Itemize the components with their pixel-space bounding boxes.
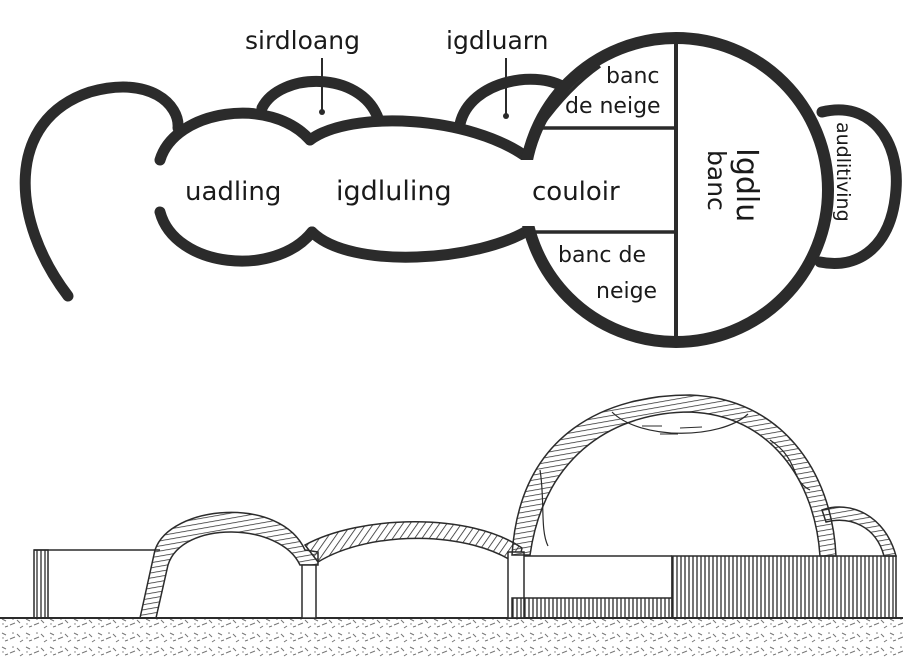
label-banc-bottom-2: neige [596, 279, 657, 304]
label-igdluarn: igdluarn [446, 26, 548, 55]
label-sirdloang: sirdloang [245, 26, 360, 55]
label-banc-bottom-1: banc de [558, 243, 646, 268]
label-audlitiving: audlitiving [832, 122, 854, 222]
uadling-wall-bottom [154, 206, 318, 267]
uadling-wall-top [154, 107, 316, 166]
ground [0, 618, 903, 657]
audlitiving-wall [814, 104, 902, 269]
label-igdluling: igdluling [336, 176, 452, 207]
plan-view: sirdloang igdluarn uadling igdluling cou… [19, 26, 902, 348]
label-banc-top-1: banc [606, 64, 660, 89]
sirdloang-wall [256, 76, 384, 124]
label-banc-top-2: de neige [565, 94, 661, 119]
igdluling-wall-top [304, 115, 534, 164]
label-couloir: couloir [532, 177, 620, 207]
section-view [0, 394, 903, 657]
label-uadling: uadling [185, 177, 281, 207]
igdluarn-wall [454, 73, 574, 130]
windbreak-wall [19, 81, 184, 302]
igdluling-wall-bottom [306, 222, 538, 263]
label-igdlu: Igdlu [729, 148, 764, 222]
label-banc-center: banc [702, 150, 731, 211]
